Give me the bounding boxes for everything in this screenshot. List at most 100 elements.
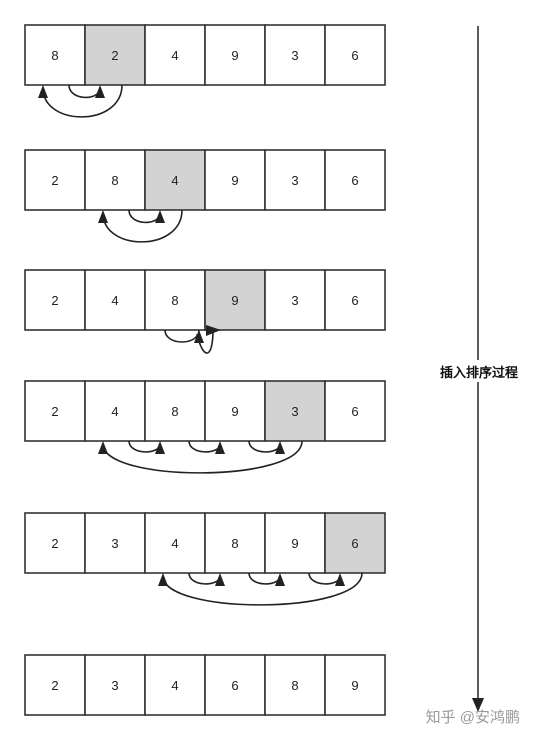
array-cell-current	[324, 512, 386, 574]
array-cell-value: 2	[111, 48, 118, 63]
move-arrows	[38, 84, 123, 118]
arrow-head	[215, 573, 225, 586]
array-row: 8 2 4 9 3 6	[24, 24, 386, 86]
array-cell	[144, 380, 206, 442]
array-cell-value: 9	[231, 173, 238, 188]
array-cell-value: 6	[231, 678, 238, 693]
shift-arc	[308, 572, 341, 585]
array-cell	[24, 149, 86, 211]
arrow-head	[98, 210, 108, 223]
arrow-head	[275, 573, 285, 586]
array-cell-value: 8	[171, 293, 178, 308]
process-arrow-head	[472, 698, 484, 712]
array-cell-value: 6	[351, 293, 358, 308]
shift-arc	[248, 572, 281, 585]
array-cell-value: 9	[231, 48, 238, 63]
array-cell-value: 2	[51, 173, 58, 188]
shift-arc	[188, 572, 221, 585]
array-cell-current	[264, 380, 326, 442]
array-cell	[144, 24, 206, 86]
array-cell-value: 6	[351, 48, 358, 63]
shift-arc	[128, 209, 161, 224]
array-cell	[84, 269, 146, 331]
arrow-head	[158, 573, 168, 586]
array-cell	[84, 149, 146, 211]
array-cell-value: 2	[51, 293, 58, 308]
array-cell-value: 8	[111, 173, 118, 188]
array-cell-value: 3	[111, 678, 118, 693]
array-cell-value: 9	[291, 536, 298, 551]
array-cell	[324, 149, 386, 211]
shift-arc	[68, 84, 101, 99]
shift-arc	[188, 440, 221, 453]
array-cell	[264, 654, 326, 716]
array-cell	[24, 24, 86, 86]
array-cell-value: 4	[111, 293, 118, 308]
compare-arc	[164, 329, 200, 343]
array-cell	[324, 380, 386, 442]
array-cell	[24, 269, 86, 331]
array-cell	[204, 654, 266, 716]
arrow-head	[215, 441, 225, 454]
array-cell-value: 4	[171, 48, 178, 63]
array-cell	[24, 512, 86, 574]
array-cell	[264, 512, 326, 574]
array-cell-value: 8	[291, 678, 298, 693]
array-cell-value: 3	[291, 404, 298, 419]
watermark: 知乎 @安鸿鹏	[426, 709, 520, 726]
array-cell	[204, 149, 266, 211]
array-cell	[204, 512, 266, 574]
array-cell	[144, 512, 206, 574]
arrow-head	[206, 325, 221, 336]
arrow-head	[155, 441, 165, 454]
arrow-head	[155, 210, 165, 223]
shift-arc	[128, 440, 161, 453]
arrow-head	[194, 330, 204, 343]
shift-arc	[248, 440, 281, 453]
array-cell	[24, 380, 86, 442]
array-cell	[24, 654, 86, 716]
move-arrows	[98, 209, 183, 243]
array-cell-value: 3	[291, 173, 298, 188]
array-cell-value: 9	[351, 678, 358, 693]
insert-arc	[42, 84, 123, 118]
array-cell-value: 8	[51, 48, 58, 63]
array-cell-value: 4	[171, 536, 178, 551]
array-cell-value: 9	[231, 404, 238, 419]
array-cell-value: 6	[351, 404, 358, 419]
array-cell-value: 3	[291, 48, 298, 63]
array-cell-value: 4	[171, 173, 178, 188]
array-cell-value: 9	[231, 293, 238, 308]
move-arrows	[164, 325, 221, 354]
stay-loop	[196, 329, 214, 354]
arrow-head	[335, 573, 345, 586]
array-cell-current	[144, 149, 206, 211]
array-cell-value: 2	[51, 404, 58, 419]
array-cell	[324, 654, 386, 716]
array-cell-value: 4	[111, 404, 118, 419]
array-cell	[324, 24, 386, 86]
array-cell-current	[84, 24, 146, 86]
arrow-head	[275, 441, 285, 454]
move-arrows	[98, 440, 303, 474]
array-cell-value: 2	[51, 678, 58, 693]
process-label: 插入排序过程	[440, 365, 518, 380]
array-cell	[264, 269, 326, 331]
arrow-head	[95, 85, 105, 98]
array-cell-value: 6	[351, 536, 358, 551]
move-arrows	[158, 572, 363, 606]
arrow-head	[98, 441, 108, 454]
process-label-bg	[436, 360, 522, 382]
array-cell-value: 8	[231, 536, 238, 551]
array-cell	[324, 269, 386, 331]
array-cell	[264, 24, 326, 86]
array-cell	[204, 380, 266, 442]
array-cell-value: 2	[51, 536, 58, 551]
insert-arc	[162, 572, 363, 606]
